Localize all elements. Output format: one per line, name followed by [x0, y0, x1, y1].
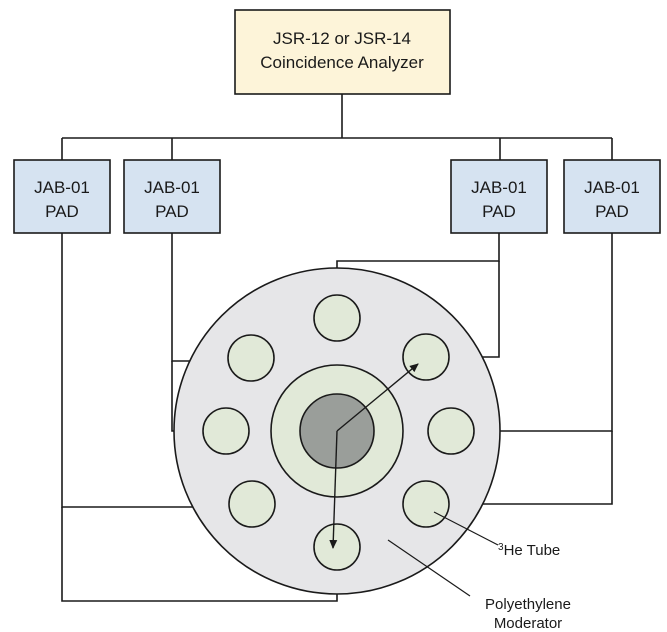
he3-tube-lower-left: [228, 480, 276, 528]
pad-box-3: JAB-01 PAD: [450, 159, 548, 234]
arrow-to-bottom-tube: [329, 430, 338, 549]
pad-label-line1: JAB-01: [471, 178, 527, 197]
pad-label-line1: JAB-01: [584, 178, 640, 197]
arrow-to-upper-right-tube: [336, 363, 419, 432]
he3-tube-upper-right: [402, 333, 450, 381]
pad-box-shape: [563, 159, 661, 234]
moderator-label-line1: Polyethylene: [485, 596, 571, 613]
pad-label-line2: PAD: [155, 202, 189, 221]
pad-box-shape: [450, 159, 548, 234]
pad-box-2: JAB-01 PAD: [123, 159, 221, 234]
analyzer-title-line2: Coincidence Analyzer: [260, 53, 424, 72]
he3-tube-upper-left: [227, 334, 275, 382]
he3-tube-right: [427, 407, 475, 455]
analyzer-title-line1: JSR-12 or JSR-14: [273, 29, 411, 48]
he3-tube-lower-right: [402, 480, 450, 528]
pad-box-4: JAB-01 PAD: [563, 159, 661, 234]
pad-label-line2: PAD: [482, 202, 516, 221]
neutron-path-arrows: [329, 363, 419, 549]
pad-box-1: JAB-01 PAD: [13, 159, 111, 234]
he3-tube-left: [202, 407, 250, 455]
analyzer-bus-wiring: [61, 94, 613, 160]
pad-box-shape: [123, 159, 221, 234]
he3-tube-bottom: [313, 523, 361, 571]
he3-tube-top: [313, 294, 361, 342]
he3-tube-label: 3He Tube: [498, 542, 560, 560]
pad-label-line2: PAD: [595, 202, 629, 221]
he3-tubes: [202, 294, 475, 571]
pad-label-line1: JAB-01: [144, 178, 200, 197]
he3-superscript: 3: [498, 542, 504, 553]
moderator-leader: [387, 539, 471, 597]
he3-tube-text: He Tube: [504, 542, 561, 559]
moderator-label-line2: Moderator: [494, 615, 562, 632]
coincidence-analyzer-box: JSR-12 or JSR-14 Coincidence Analyzer: [234, 9, 451, 95]
analyzer-box-shape: [234, 9, 451, 95]
pad-label-line2: PAD: [45, 202, 79, 221]
he3-tube-leader: [433, 511, 499, 546]
pad-label-line1: JAB-01: [34, 178, 90, 197]
